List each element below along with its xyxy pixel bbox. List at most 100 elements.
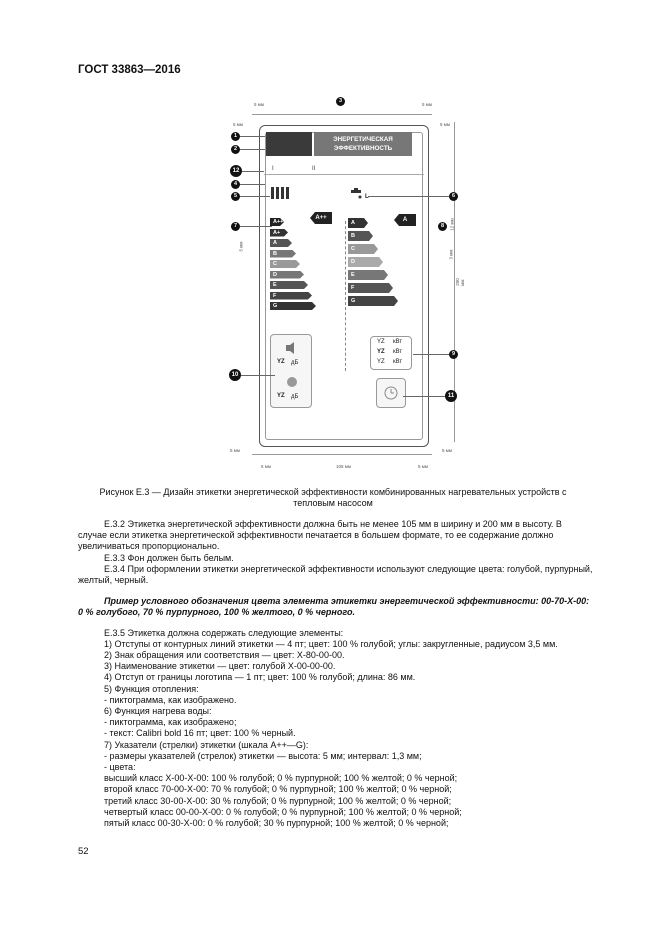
dim-12mm: 12 мм bbox=[449, 218, 455, 231]
noise-indoor-unit: дБ bbox=[291, 360, 299, 366]
callout-12-leader bbox=[242, 171, 264, 172]
energy-label-figure: 5 мм 5 мм 5 мм 5 мм 5 мм 5 мм 5 мм 105 м… bbox=[228, 92, 465, 477]
callout-3: 3 bbox=[336, 97, 345, 106]
callout-2-leader bbox=[240, 149, 265, 150]
callout-1-leader bbox=[240, 136, 265, 137]
climate-map-box bbox=[376, 378, 406, 408]
list-item: высший класс Х-00-Х-00: 100 % голубой; 0… bbox=[104, 773, 458, 784]
dim-3mm: 3 мм bbox=[448, 249, 454, 260]
dim-5mm-left: 5 мм bbox=[254, 102, 264, 107]
water-class-arrow: C bbox=[348, 244, 378, 254]
water-class-indicator: A bbox=[394, 214, 416, 226]
kwh-unit-2: кВт bbox=[393, 349, 403, 355]
list-item: 4) Отступ от границы логотипа — 1 пт; цв… bbox=[104, 672, 416, 683]
tap-icon bbox=[351, 188, 362, 199]
dim-5mm-v: 5 мм bbox=[238, 241, 244, 252]
list-item: 5) Функция отопления: bbox=[104, 683, 199, 694]
callout-11-leader bbox=[403, 396, 445, 397]
radiator-icon bbox=[271, 187, 289, 199]
noise-box: YZ дБ YZ дБ bbox=[270, 334, 312, 408]
list-item: 6) Функция нагрева воды: bbox=[104, 706, 212, 717]
noise-outdoor-unit: дБ bbox=[291, 394, 299, 400]
callout-5: 5 bbox=[231, 192, 240, 201]
water-class-arrow: A bbox=[348, 218, 368, 228]
heat-class-arrow: D bbox=[270, 271, 304, 279]
dim-5mm-top-right: 5 мм bbox=[440, 122, 450, 127]
list-item: пятый класс 00-30-Х-00: 0 % голубой; 30 … bbox=[104, 818, 449, 829]
callout-10-leader bbox=[241, 375, 275, 376]
conformity-mark bbox=[266, 132, 312, 156]
callout-11: 11 bbox=[445, 390, 457, 402]
list-item: 7) Указатели (стрелки) этикетки (шкала А… bbox=[104, 739, 309, 750]
list-item: третий класс 30-00-Х-00: 30 % голубой; 0… bbox=[104, 795, 452, 806]
callout-10: 10 bbox=[229, 369, 241, 381]
noise-outdoor-value: YZ bbox=[277, 393, 285, 399]
paragraph-e32: Е.3.2 Этикетка энергетической эффективно… bbox=[78, 519, 562, 552]
kwh-unit-3: кВт bbox=[393, 359, 403, 365]
paragraph-e34: Е.3.4 При оформлении этикетки энергетиче… bbox=[78, 563, 593, 586]
dim-200mm: 200 мм bbox=[454, 278, 465, 286]
list-item: 1) Отступы от контурных линий этикетки —… bbox=[104, 638, 558, 649]
figure-caption: Рисунок Е.3 — Дизайн этикетки энергетиче… bbox=[99, 487, 567, 508]
callout-4-leader bbox=[240, 184, 265, 185]
label-title: ЭНЕРГЕТИЧЕСКАЯ ЭФФЕКТИВНОСТЬ bbox=[314, 132, 412, 156]
heat-class-arrow: C bbox=[270, 260, 300, 268]
dim-5mm-bottom-right: 5 мм bbox=[442, 448, 452, 453]
consumption-box: YZ кВт YZ кВт YZ кВт bbox=[370, 336, 412, 370]
dim-5mm-bl: 5 мм bbox=[261, 464, 271, 469]
water-class-arrow: D bbox=[348, 257, 383, 267]
supplier-name-marker: I bbox=[272, 166, 274, 172]
water-class-arrow: E bbox=[348, 270, 388, 280]
water-class-arrow: G bbox=[348, 296, 398, 306]
callout-7: 7 bbox=[231, 222, 240, 231]
water-class-arrow: F bbox=[348, 283, 393, 293]
heat-class-arrow: B bbox=[270, 250, 296, 258]
element-list: 1) Отступы от контурных линий этикетки —… bbox=[78, 639, 593, 829]
heat-class-arrow: A+ bbox=[270, 229, 288, 237]
water-size-profile: L bbox=[365, 194, 369, 200]
dim-line-bottom bbox=[252, 454, 432, 455]
list-item: 3) Наименование этикетки — цвет: голубой… bbox=[104, 661, 336, 672]
heat-class-indicator: A++ bbox=[310, 212, 332, 224]
kwh-value-3: YZ bbox=[377, 359, 385, 365]
heat-class-arrow: G bbox=[270, 302, 316, 310]
dim-line-right bbox=[454, 122, 455, 442]
dim-5mm-bottom-left: 5 мм bbox=[230, 448, 240, 453]
noise-indoor-value: YZ bbox=[277, 359, 285, 365]
page-number: 52 bbox=[78, 846, 89, 857]
kwh-value-2: YZ bbox=[377, 349, 385, 355]
list-item: второй класс 70-00-Х-00: 70 % голубой; 0… bbox=[104, 784, 452, 795]
list-item: - пиктограмма, как изображено. bbox=[104, 694, 237, 705]
model-marker: II bbox=[312, 166, 316, 172]
callout-7-leader bbox=[240, 226, 272, 227]
outdoor-speaker-icon bbox=[287, 377, 297, 387]
paragraph-e35: Е.3.5 Этикетка должна содержать следующи… bbox=[104, 627, 344, 638]
speaker-icon bbox=[286, 342, 294, 354]
callout-9-leader bbox=[413, 354, 449, 355]
function-divider bbox=[345, 221, 346, 371]
body-text: Е.3.2 Этикетка энергетической эффективно… bbox=[78, 519, 593, 829]
dim-5mm-right: 5 мм bbox=[422, 102, 432, 107]
paragraph-e33: Е.3.3 Фон должен быть белым. bbox=[104, 552, 234, 563]
document-header: ГОСТ 33863—2016 bbox=[78, 64, 181, 76]
dim-line-top bbox=[252, 114, 432, 115]
callout-1: 1 bbox=[231, 132, 240, 141]
list-item: - пиктограмма, как изображено; bbox=[104, 717, 237, 728]
callout-6-leader bbox=[368, 196, 449, 197]
dim-105mm: 105 мм bbox=[336, 464, 351, 469]
heat-class-arrow: E bbox=[270, 281, 308, 289]
kwh-value-1: YZ bbox=[377, 339, 385, 345]
list-item: - размеры указателей (стрелок) этикетки … bbox=[104, 750, 422, 761]
list-item: - текст: Calibri bold 16 пт; цвет: 100 %… bbox=[104, 728, 296, 739]
logo-boundary-line bbox=[264, 174, 424, 175]
clock-icon bbox=[384, 386, 398, 400]
heat-class-arrow: F bbox=[270, 292, 312, 300]
callout-2: 2 bbox=[231, 145, 240, 154]
callout-12: 12 bbox=[230, 165, 242, 177]
callout-8: 8 bbox=[438, 222, 447, 231]
heat-class-arrow: A bbox=[270, 239, 292, 247]
callout-6: 6 bbox=[449, 192, 458, 201]
callout-4: 4 bbox=[231, 180, 240, 189]
dim-5mm-br: 5 мм bbox=[418, 464, 428, 469]
water-class-arrow: B bbox=[348, 231, 373, 241]
